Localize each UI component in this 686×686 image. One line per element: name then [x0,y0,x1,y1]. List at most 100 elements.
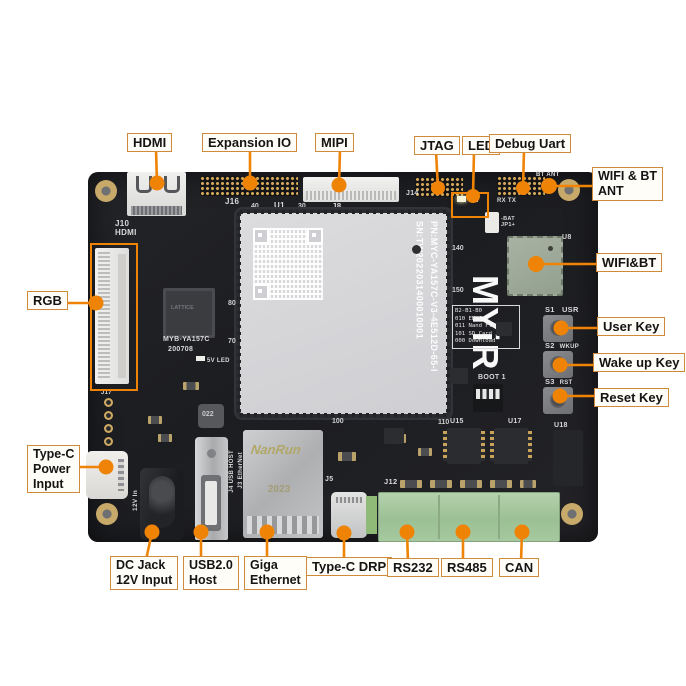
silkscreen-5v-led: 5V LED [207,358,230,364]
som-pin-110: 110 [438,419,450,426]
boot-dip-switch [473,384,503,412]
mipi-connector [303,177,399,202]
inductor-label: 022 [202,411,214,418]
callout-debug-uart: Debug Uart [489,134,572,154]
som-pin1-dot [412,245,421,254]
small-ic [384,428,404,444]
transceiver-chip [443,428,485,464]
usb-screw [207,449,216,458]
passive-component [418,448,432,456]
type-c-drp-pins [336,497,362,503]
silkscreen-12v: 12V In [132,490,139,511]
som-pin-30: 30 [298,203,306,210]
som-pin-100: 100 [332,418,344,425]
header-pin [104,437,113,446]
boot-table-row: 011 Nand Flash [455,323,503,330]
som-castellation [237,213,241,414]
status-led [457,196,466,202]
callout-dc-jack: DC Jack 12V Input [110,556,179,590]
callout-usb2-host: USB2.0 Host [183,556,239,590]
hdmi-pins [131,206,182,215]
type-c-power-connector [86,451,128,499]
passive-component [430,480,452,488]
callout-wifi-bt: WIFI&BT [596,253,663,273]
boot-table-row: 010 EMMC [455,315,482,322]
callout-type-c-drp: Type-C DRP [306,557,393,577]
silkscreen-j14: J14 [406,190,419,197]
rgb-contacts [98,252,110,380]
callout-user-key: User Key [597,317,666,337]
power-component [553,430,583,486]
usb-slot [201,475,221,531]
debug-uart-header [497,176,545,196]
dc-jack [140,468,184,540]
silkscreen-j16: J16 [225,197,240,206]
passive-component [148,416,162,424]
som-pin-140: 140 [452,245,464,252]
callout-expansion-io: Expansion IO [202,133,298,153]
callout-type-c-power: Type-C Power Input [27,445,81,494]
silkscreen-u8: U8 [562,234,572,241]
callout-giga-ethernet: Giga Ethernet [244,556,307,590]
boot-table-row: 101 SD Card [455,330,493,337]
silkscreen-rx-tx: RX TX [497,198,517,204]
silkscreen-s3: S3 RST [545,377,573,386]
wifi-module-dot [548,246,553,251]
dc-jack-barrel [149,476,175,528]
som-pin-70: 70 [228,338,236,345]
callout-wifi-bt-ant: WIFI & BT ANT [592,167,664,201]
passive-component [183,382,199,390]
silkscreen-j5: J5 [325,476,334,483]
rgb-highlight-box [90,243,138,391]
callout-hdmi: HDMI [127,133,173,153]
terminal-block [378,492,560,542]
callout-rs232: RS232 [387,558,439,578]
silkscreen-boot: BOOT 1 [478,374,506,381]
callout-rs485: RS485 [441,558,493,578]
header-pin [104,398,113,407]
user-key-button [543,315,573,342]
expansion-io-header [200,176,298,196]
led-highlight-box [451,192,489,218]
callout-jtag: JTAG [414,136,460,156]
callout-wake-up-key: Wake up Key [593,353,686,373]
passive-component [520,480,536,488]
hdmi-connector [127,172,186,216]
lattice-chip: LATTICE [163,288,215,338]
passive-component [400,480,422,488]
wifi-bt-module [507,236,563,296]
boot-table-header: B2-B1-B0 [455,308,482,314]
silkscreen-myb: MYB-YA157C [163,336,210,343]
dip-sliders [476,389,500,399]
som-castellation [240,210,447,214]
lattice-chip-label: LATTICE [171,305,194,311]
wakeup-key-button [543,351,573,378]
silkscreen-u15: U15 [450,418,464,425]
som-pin-150: 150 [452,287,464,294]
small-ic [496,322,512,336]
qr-finder [253,284,269,300]
rgb-actuator [118,254,126,378]
silkscreen-j4-usb: J4 USB HOST [229,450,235,493]
passive-component [460,480,482,488]
silkscreen-bt-ant: BT ANT [536,172,560,178]
silkscreen-j17: J17 [101,390,112,396]
som-pin-80: 80 [228,300,236,307]
boot-mode-table: B2-B1-B0 010 EMMC 011 Nand Flash 101 SD … [452,305,520,349]
power-led [196,356,205,361]
qr-finder [307,228,323,244]
ethernet-jack: NanRun 2023 [243,430,323,538]
rgb-connector [95,248,129,384]
callout-rgb: RGB [27,291,68,311]
silkscreen-u17: U17 [508,418,522,425]
header-pin [104,411,113,420]
som-castellation [240,413,447,417]
type-c-pins [118,459,124,491]
som-module: PN:MYC-YA157C-V3-4E512D-65-I SN:TW202203… [237,210,506,417]
passive-component [490,480,512,488]
usb-tongue [205,481,217,525]
inductor: 022 [198,404,224,428]
callout-mipi: MIPI [315,133,354,153]
mipi-contacts [306,191,396,200]
